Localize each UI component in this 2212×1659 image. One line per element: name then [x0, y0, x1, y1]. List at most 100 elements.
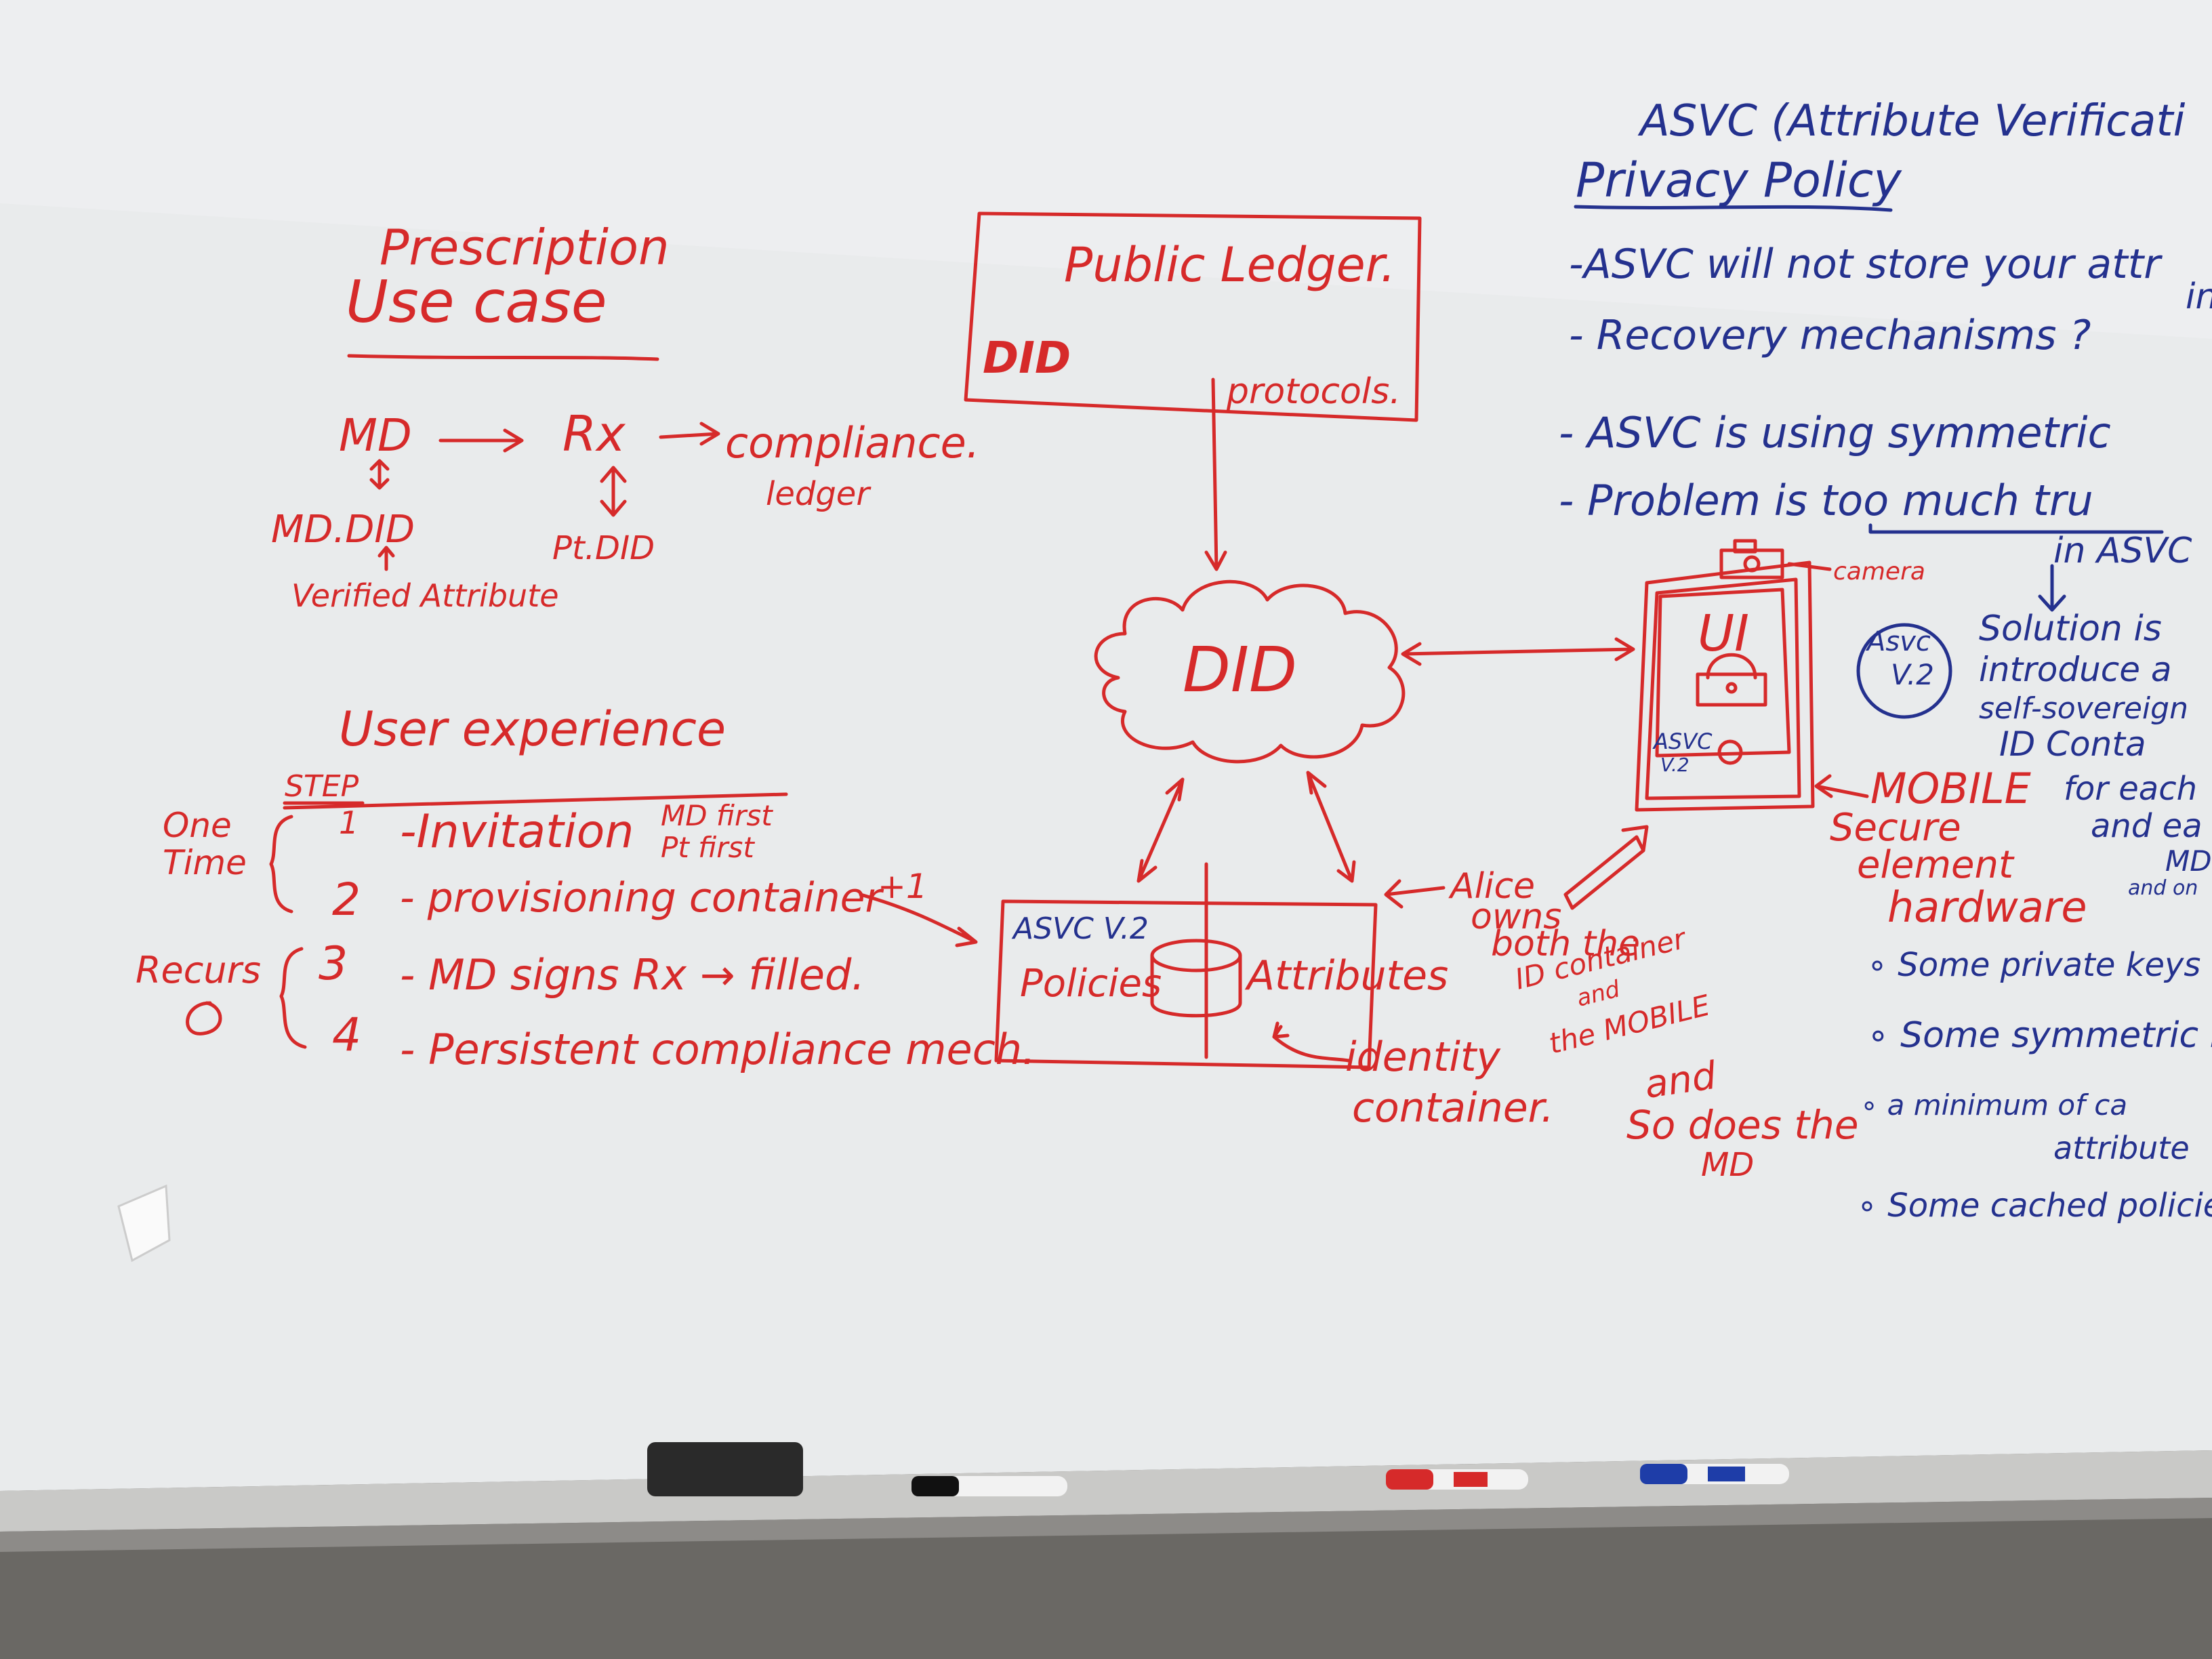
list-cached-policies: ∘ Some cached policies	[1857, 1187, 2212, 1225]
step4-num: 4	[332, 1008, 361, 1062]
arrow-rx-ptdid	[600, 466, 627, 517]
camera-pointer	[1787, 562, 1832, 571]
public-ledger-box	[964, 211, 1422, 422]
arrow-provisioning-container	[859, 893, 978, 947]
step3-text: - MD signs Rx → filled.	[400, 950, 865, 1000]
eraser[interactable]	[647, 1442, 803, 1496]
so-does-line3: MD	[1701, 1146, 1754, 1184]
list-minimum: ∘ a minimum of ca	[1860, 1088, 2127, 1122]
so-does-line2: So does the	[1626, 1102, 1859, 1148]
circle-asvc: Asvc	[1865, 626, 1931, 657]
step1-num: 1	[339, 804, 359, 841]
step2-extra: +1	[878, 867, 928, 906]
ui-label: UI	[1698, 605, 1749, 663]
arrow-cloud-container-right	[1306, 771, 1356, 883]
one-time-1: One	[163, 806, 232, 845]
blue-marker[interactable]	[1640, 1464, 1789, 1484]
step2-num: 2	[332, 874, 361, 926]
list-private-keys: ∘ Some private keys	[1867, 946, 2200, 984]
step-underline	[283, 792, 788, 810]
brace-one-time	[269, 815, 293, 914]
privacy-policy-title: Privacy Policy	[1576, 152, 1902, 208]
identity-line2: container.	[1352, 1084, 1554, 1132]
database-icon	[1150, 939, 1242, 1018]
tray-edge	[0, 1498, 2212, 1552]
step3-num: 3	[319, 937, 348, 991]
asvc-heading: ASVC (Attribute Verificati	[1637, 96, 2186, 146]
arrow-md-did	[369, 459, 390, 490]
alice-line1: Alice	[1448, 866, 1535, 907]
phone-asvc-line1: ASVC	[1652, 729, 1713, 754]
arrow-alice-container	[1384, 879, 1446, 909]
list-symmetric-keys: ∘ Some symmetric key	[1867, 1015, 2212, 1056]
mobile-screen	[1655, 588, 1791, 758]
phone-asvc-line2: V.2	[1660, 754, 1689, 776]
arrow-mobile-phone	[1814, 774, 1869, 798]
black-marker[interactable]	[912, 1476, 1067, 1496]
verified-attribute: Verified Attribute	[291, 577, 559, 614]
did-cloud	[1094, 579, 1406, 764]
solution-5: for each	[2064, 770, 2197, 808]
title-prescription: Prescription	[380, 219, 670, 276]
step1-opt-pt-first: Pt first	[661, 831, 755, 864]
bullet-3: - ASVC is using symmetric	[1559, 408, 2111, 457]
list-attribute: attribute	[2053, 1130, 2190, 1166]
solution-7: MD	[2165, 844, 2212, 878]
arrow-cloud-container-left	[1136, 777, 1185, 883]
camera-icon	[1719, 539, 1784, 579]
step1-opt-md-first: MD first	[661, 799, 773, 832]
identity-container-box	[994, 899, 1378, 1069]
ux-title: User experience	[339, 701, 726, 757]
bullet-2: - Recovery mechanisms ?	[1569, 312, 2091, 359]
mobile-phone-inner	[1645, 577, 1801, 800]
alice-line3: both the	[1491, 924, 1640, 964]
step1-text: -Invitation	[400, 805, 634, 859]
flow-compliance: compliance.	[725, 418, 979, 468]
secure-line3: hardware	[1887, 882, 2087, 932]
secure-line1: Secure	[1830, 806, 1961, 850]
container-policies: Policies	[1020, 962, 1162, 1006]
ledger-protocols: protocols.	[1226, 371, 1401, 412]
identity-line1: identity	[1345, 1033, 1501, 1081]
bullet-1-note: in	[2186, 276, 2212, 317]
bullet-4: - Problem is too much tru	[1559, 476, 2093, 525]
home-button	[1717, 739, 1743, 765]
solution-1: Solution is	[1979, 609, 2162, 649]
circle-v2: V.2	[1891, 658, 1934, 691]
arrow-ledger-to-cloud	[1204, 377, 1227, 571]
arrow-md-rx	[438, 428, 524, 453]
arrow-problem-solution	[2038, 564, 2066, 612]
title-use-case: Use case	[346, 268, 607, 336]
bullet-1: -ASVC will not store your attr	[1569, 241, 2163, 288]
brace-recurs	[279, 947, 307, 1049]
step2-text: - provisioning container	[400, 874, 884, 922]
container-title: ASVC V.2	[1011, 912, 1149, 946]
solution-4: ID Conta	[1999, 724, 2146, 764]
step4-text: - Persistent compliance mech.	[400, 1025, 1036, 1074]
flow-rx: Rx	[562, 405, 626, 462]
privacy-underline	[1574, 205, 1893, 212]
board-glare	[0, 0, 2212, 339]
solution-6: and ea	[2091, 807, 2203, 845]
bullet-4-note: in ASVC	[2053, 531, 2192, 571]
bullet-4-bracket	[1868, 523, 2164, 534]
title-underline	[347, 354, 659, 361]
md-did: MD.DID	[271, 508, 415, 552]
recurs-loop-icon	[186, 1001, 222, 1036]
secure-line2: element	[1857, 843, 2015, 887]
public-ledger-title: Public Ledger.	[1064, 237, 1395, 293]
red-marker[interactable]	[1386, 1469, 1528, 1490]
arrow-identity-container	[1272, 1021, 1351, 1063]
arrow-cloud-phone	[1401, 637, 1635, 666]
lock-icon	[1696, 653, 1767, 707]
camera-label: camera	[1833, 558, 1925, 586]
step-header: STEP	[285, 769, 359, 804]
cloud-did-label: DID	[1183, 634, 1297, 706]
arrow-verified	[377, 546, 395, 571]
arrow-rx-compliance	[659, 422, 720, 446]
solution-3: self-sovereign	[1979, 691, 2188, 726]
flow-ledger: ledger	[766, 475, 872, 513]
ledger-did: DID	[983, 333, 1071, 384]
container-attributes: Attributes	[1244, 952, 1448, 1000]
